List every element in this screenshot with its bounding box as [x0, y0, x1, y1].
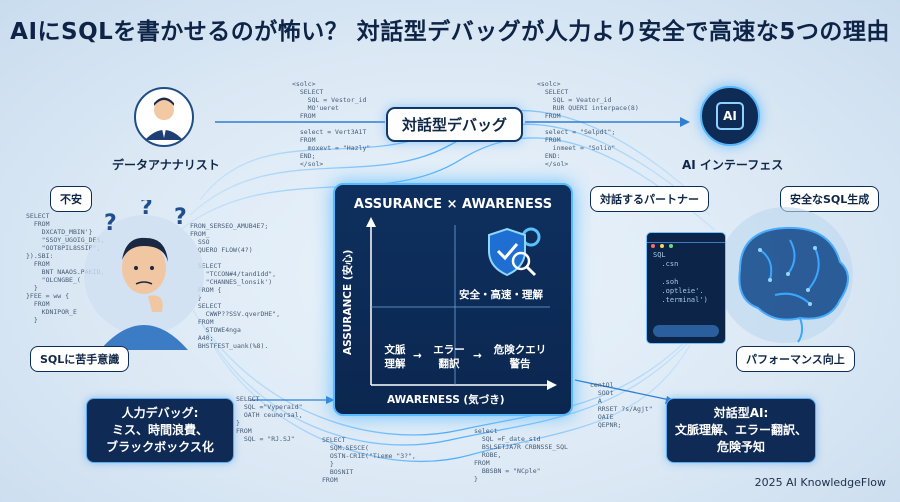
bubble-anxiety: 不安 — [50, 186, 92, 212]
ai-box-line: 文脈理解、エラー翻訳、 — [675, 423, 808, 437]
flow-arrow-bottom-right — [574, 379, 671, 401]
bubble-sql-weak: SQLに苦手意識 — [30, 346, 130, 372]
ai-interface-label: AI インテーフェス — [682, 158, 784, 172]
quadrant-top-right-text: 安全・高速・理解 — [459, 289, 543, 301]
y-axis-label: ASSURANCE (安心) — [342, 249, 354, 355]
step-context: 文脈 理解 — [384, 344, 406, 370]
screen-chat-bar — [653, 325, 719, 337]
code-snippet-bottom-mid: SELECT SQM.SESCE( OSTN-CR1E("Tieme "3?",… — [322, 436, 416, 484]
manual-box-line: 人力デバッグ: — [121, 406, 199, 420]
manual-debug-box: 人力デバッグ: ミス、時間浪費、 ブラックボックス化 — [86, 398, 234, 463]
interactive-debug-pill: 対話型デバッグ — [386, 107, 524, 142]
arrowhead-icon — [680, 117, 690, 127]
x-arrowhead-icon — [547, 380, 557, 390]
ai-brain-illustration — [717, 207, 853, 343]
step-arrow-icon: → — [413, 350, 422, 362]
screen-titlebar — [647, 233, 725, 248]
code-snippet-bottom-mid2: select SQL =F_date_std BSLSETJA7R CRBNSS… — [474, 427, 568, 483]
ai-box: 対話型AI: 文脈理解、エラー翻訳、 危険予知 — [666, 398, 816, 463]
analyst-label: データアナナリスト — [112, 158, 220, 172]
bubble-safe-sql: 安全なSQL生成 — [780, 186, 880, 212]
worried-analyst-illustration: ? ? ? — [84, 200, 204, 350]
svg-text:?: ? — [104, 211, 117, 236]
screen-code-text: SQL .csn .soh .optleie'. .terminal') — [653, 251, 708, 304]
step-danger: 危険クエリ 警告 — [493, 344, 547, 370]
code-snippet-bottom-right: centOl SOOt A RRSET ?s/Agjt" OAIE QEPNR; — [590, 381, 653, 429]
svg-text:?: ? — [140, 200, 153, 220]
code-snippet-left: SELECT FROM DXCATD_MBIN'} "SSOY_UGOIG_DE… — [26, 212, 105, 324]
ai-chip-text: AI — [716, 102, 744, 130]
page-title: AIにSQLを書かせるのが怖い？ 対話型デバッグが人力より安全で高速な5つの理由 — [10, 19, 890, 45]
y-arrowhead-icon — [366, 217, 376, 227]
arrowhead-icon — [326, 396, 335, 404]
manual-box-line: ミス、時間浪費、 — [111, 423, 208, 437]
bubble-partner: 対話するパートナー — [590, 186, 709, 212]
code-snippet-top-right: <solc> SELECT SQL = Veator_id RUR QUERI … — [537, 80, 639, 168]
footer-credit: 2025 AI KnowledgeFlow — [754, 476, 886, 489]
assurance-awareness-panel: ASSURANCE × AWARENESS 安全・高速・理解 文脈 理解 → エ… — [333, 183, 573, 416]
manual-box-line: ブラックボックス化 — [106, 440, 214, 454]
code-snippet-top-left: <solc> SELECT SQL = Vestor_id MO'ueret F… — [292, 80, 371, 168]
code-snippet-bottom-left: SELECT SQL ="Vyperaid" OATH ceunorsal, }… — [236, 395, 303, 443]
sql-code-screen: SQL .csn .soh .optleie'. .terminal') — [646, 232, 726, 344]
code-snippet-center-left: FRON_SERSEO_AMUB4E7; FROM_ SSO QUERO FLO… — [190, 222, 281, 350]
panel-title: ASSURANCE × AWARENESS — [353, 197, 553, 212]
step-error: エラー 翻訳 — [433, 344, 465, 370]
bubble-performance: パフォーマンス向上 — [736, 346, 855, 372]
step-arrow-icon: → — [473, 350, 482, 362]
shield-check-icon — [488, 227, 541, 277]
ai-box-line: 危険予知 — [716, 440, 765, 454]
ai-chip-icon: AI — [700, 86, 760, 146]
x-axis-label: AWARENESS (気づき) — [387, 394, 505, 406]
ai-box-line: 対話型AI: — [713, 406, 769, 420]
svg-text:?: ? — [174, 205, 187, 230]
analyst-avatar-icon — [134, 87, 194, 147]
panel-axes — [366, 217, 557, 390]
